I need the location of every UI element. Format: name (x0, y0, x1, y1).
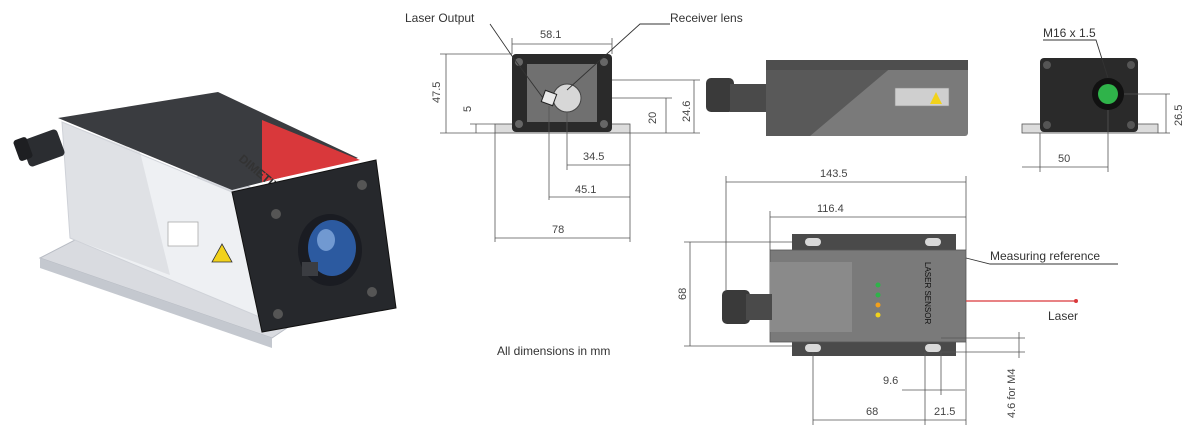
dimensions-note: All dimensions in mm (497, 344, 610, 358)
side-top-edge (766, 60, 968, 70)
side-shade (62, 122, 170, 275)
top-connector-nut (746, 294, 772, 320)
laser-warning-label (167, 221, 199, 247)
dim-mount-offset: 21.5 (934, 406, 955, 418)
cable-connector (13, 129, 65, 167)
screw (271, 209, 281, 219)
red-accent (262, 120, 360, 182)
dim-front-width: 58.1 (540, 29, 561, 41)
dim-flange-total: 78 (552, 224, 564, 236)
product-render: DIMETIX (13, 92, 397, 348)
top-inner-panel (770, 262, 852, 332)
laser-hazard-icon (211, 243, 233, 263)
dim-lens-offset: 34.5 (583, 151, 604, 163)
dim-flange-inner: 45.1 (575, 184, 596, 196)
dim-mount-depth: 68 (866, 406, 878, 418)
dim-rear-width: 50 (1058, 153, 1070, 165)
dim-lens-center-height: 20 (647, 112, 659, 124)
screw (600, 120, 608, 128)
callout-receiver-lens: Receiver lens (670, 11, 743, 25)
receiver-lens-front (552, 83, 582, 113)
laser-output-aperture (540, 89, 558, 107)
front-view: 58.1 47.5 5 20 24.6 34.5 45.1 78 Laser O… (405, 11, 743, 242)
callout-laser: Laser (1048, 309, 1078, 323)
dim-slot: 9.6 (883, 375, 898, 387)
dim-rear-height: 26.5 (1173, 105, 1185, 126)
rear-housing (1040, 58, 1138, 132)
laser-output-window (302, 262, 318, 276)
screw (515, 58, 523, 66)
screw (367, 287, 377, 297)
side-shadow (766, 60, 900, 136)
side-connector (706, 78, 734, 112)
screw (273, 309, 283, 319)
callout-laser-output: Laser Output (405, 11, 475, 25)
dim-side-length: 143.5 (820, 168, 848, 180)
dim-flange-height: 5 (462, 106, 474, 112)
dim-width-top: 68 (677, 288, 689, 300)
side-connector-nut (730, 84, 766, 112)
top-connector (722, 290, 750, 324)
hazard-icon (930, 92, 942, 104)
screw (357, 180, 367, 190)
dim-front-height: 47.5 (431, 82, 443, 103)
top-view: LASER SENSOR Laser Measuring reference 1… (677, 168, 1118, 425)
dim-side-inner: 116.4 (817, 203, 844, 215)
side-view (706, 60, 968, 136)
callout-measuring-reference: Measuring reference (990, 249, 1100, 263)
lens-highlight (317, 229, 335, 251)
connector-green-icon (1098, 84, 1118, 104)
screw (600, 58, 608, 66)
callout-thread: M16 x 1.5 (1043, 26, 1096, 40)
base-plate-edge (40, 258, 272, 348)
rear-view: M16 x 1.5 50 26.5 (1021, 26, 1185, 172)
dim-overall-height: 24.6 (681, 101, 693, 122)
screw (515, 120, 523, 128)
dim-hole-depth: 4.6 for M4 (1006, 368, 1018, 418)
sensor-label: LASER SENSOR (923, 262, 932, 324)
